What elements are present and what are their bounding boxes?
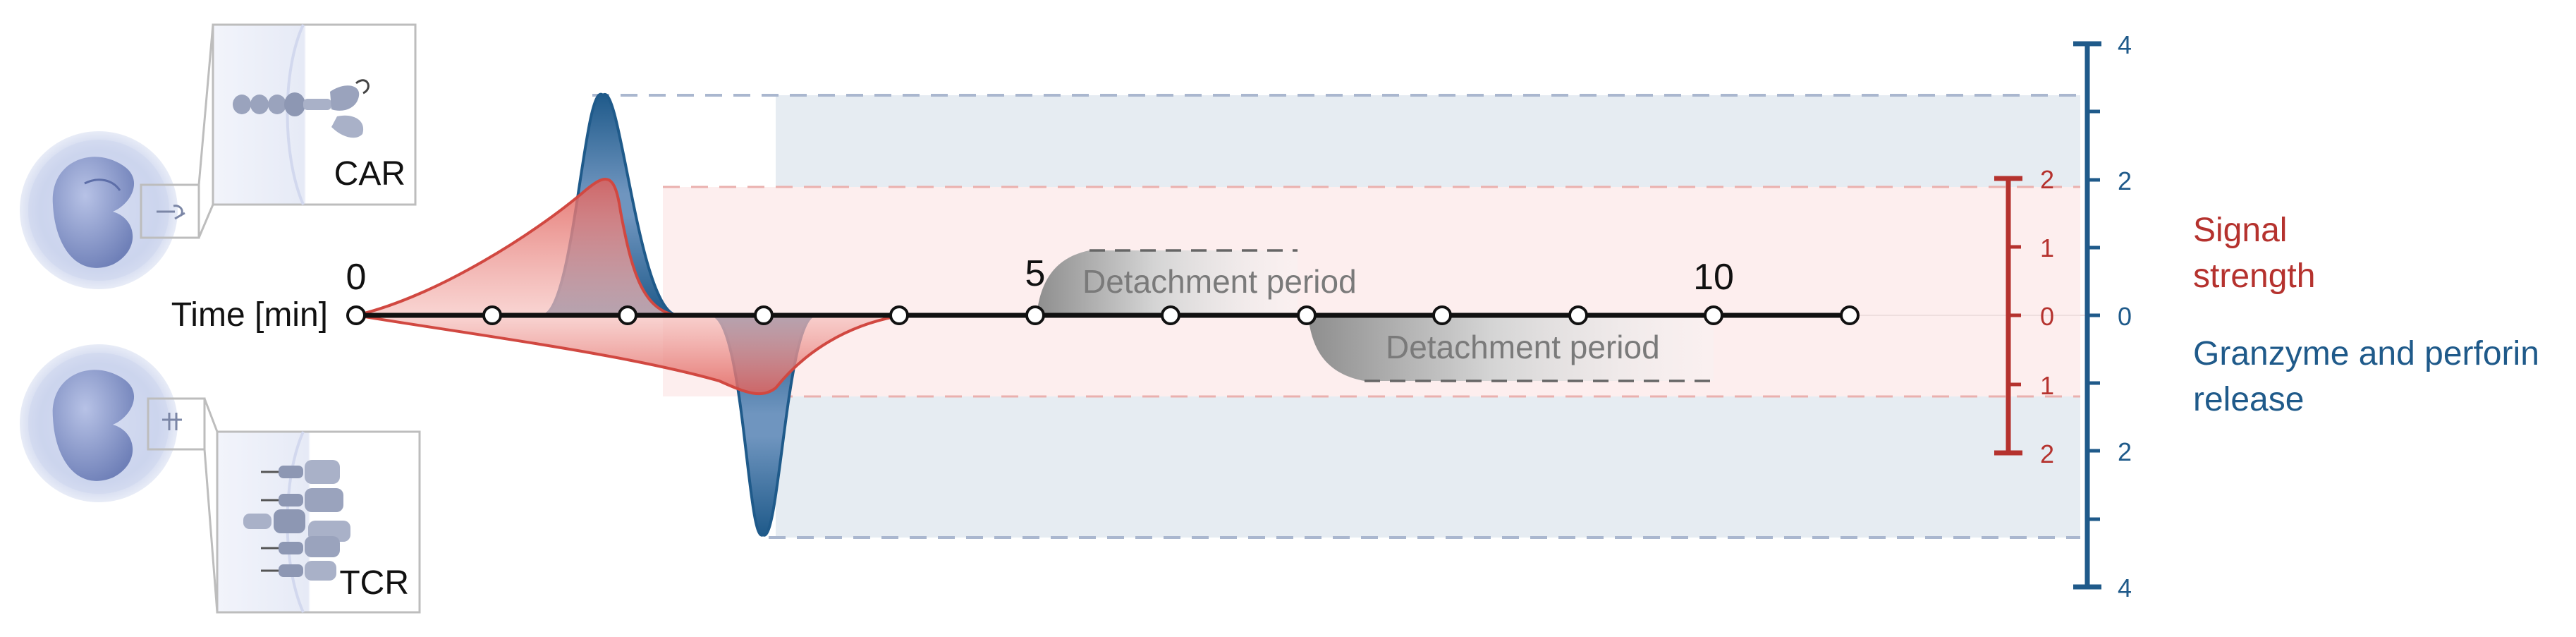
time-marker-8 [1432,305,1452,325]
granzyme-tick-label: 2 [2118,166,2132,195]
time-tick-label-5: 5 [1025,253,1046,294]
detachment-label-upper: Detachment period [1082,263,1357,300]
granzyme-band-upper [776,95,2080,187]
time-marker-6 [1161,305,1180,325]
car-zoom-connector-bottom [197,204,214,238]
car-zoom-box-small [140,183,200,239]
granzyme-tick-label: 4 [2118,30,2132,59]
tcr-zoom-connector-bottom [203,449,219,613]
granzyme-tick-label: 2 [2118,437,2132,466]
signal-curve-down [355,314,903,396]
legend-signal-line1: Signal [2193,212,2287,249]
car-t-cell [20,131,178,289]
signal-tick-label: 2 [2040,165,2054,194]
car-label: CAR [334,155,405,193]
granzyme-band-lower [776,396,2080,538]
time-marker-1 [482,305,502,325]
time-marker-11 [1840,305,1860,325]
legend-signal-line2: strength [2193,257,2315,295]
time-marker-7 [1297,305,1317,325]
tcr-label: TCR [339,564,409,602]
time-tick-label-10: 10 [1693,257,1734,298]
detachment-label-lower: Detachment period [1386,329,1660,365]
car-mini-receptor-icon [157,205,185,220]
time-marker-10 [1704,305,1723,325]
time-marker-3 [754,305,774,325]
tcr-zoom-connector-top [203,398,219,432]
car-zoom-inset [212,23,417,206]
signal-tick-label: 1 [2040,371,2054,400]
detachment-shape-upper [1037,250,1298,315]
car-receptor-icon [233,79,370,138]
time-marker-4 [889,305,909,325]
tcr-receptor-icon [243,460,350,581]
tcr-zoom-box-small [147,397,206,451]
time-marker-5 [1025,305,1045,325]
signal-curve-up [355,178,678,317]
granzyme-tick-label: 0 [2118,302,2132,331]
time-tick-label-0: 0 [346,257,367,298]
tcr-t-cell [20,344,178,502]
granzyme-tick-label: 4 [2118,574,2132,602]
signal-tick-label: 0 [2040,302,2054,331]
time-marker-9 [1568,305,1588,325]
time-marker-0 [346,305,366,325]
signal-tick-label: 2 [2040,439,2054,468]
legend-granzyme-line1: Granzyme and perforin [2193,335,2539,372]
time-marker-2 [618,305,637,325]
time-axis-markers [346,305,1860,325]
signal-tick-label: 1 [2040,233,2054,262]
detachment-shape-lower [1308,315,1714,381]
time-axis-label: Time [min] [171,296,328,334]
car-zoom-connector-top [197,24,214,186]
legend-granzyme-line2: release [2193,381,2304,418]
tcr-mini-receptor-icon [162,413,182,430]
granzyme-axis [2073,41,2101,590]
signal-axis [1994,176,2022,456]
